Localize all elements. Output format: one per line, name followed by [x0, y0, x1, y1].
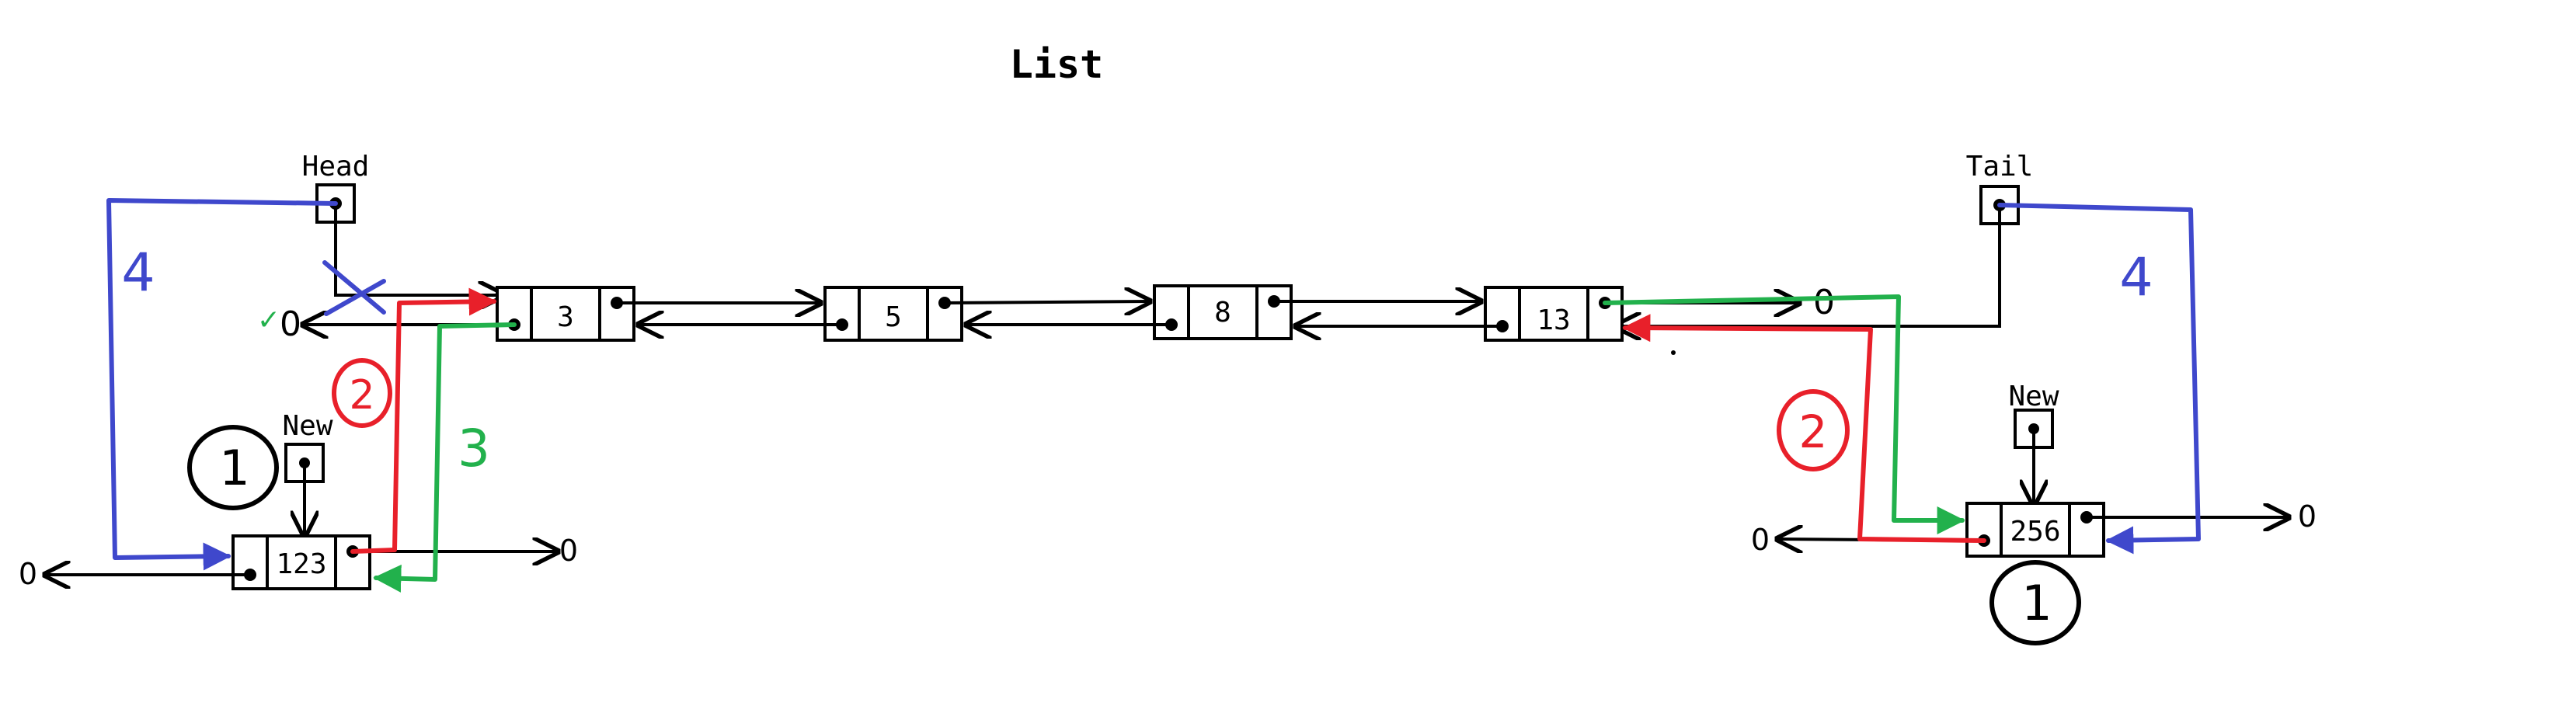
right-step-2-red: 2	[1622, 314, 1986, 543]
svg-text:4: 4	[121, 242, 155, 304]
node-3: 3	[496, 286, 635, 342]
node-123: 123 0 0	[19, 534, 578, 591]
check-mark: ✓	[257, 304, 280, 336]
left-step-2-red: 2	[332, 287, 497, 554]
null-n13-next: 0	[1813, 283, 1835, 322]
head-label: Head	[302, 151, 370, 183]
null-n123-next: 0	[559, 534, 578, 568]
right-new-label: New	[2008, 381, 2059, 412]
node-5-value: 5	[885, 301, 902, 333]
svg-text:2: 2	[349, 372, 374, 419]
node-13-value: 13	[1537, 304, 1570, 336]
node-8: 8	[1153, 284, 1293, 340]
null-n256-next: 0	[2298, 499, 2317, 534]
node-13: 13	[1484, 286, 1624, 342]
tail-link	[1616, 205, 2001, 326]
left-new-label: New	[282, 410, 332, 442]
left-step-3-green: 3	[373, 322, 517, 593]
diagram-title: List	[1010, 42, 1103, 87]
null-n123-prev: 0	[19, 557, 37, 591]
svg-text:1: 1	[2021, 575, 2052, 631]
node-8-value: 8	[1214, 297, 1231, 329]
node-256-value: 256	[2010, 516, 2060, 548]
svg-text:3: 3	[458, 419, 490, 478]
right-new-pointer: New	[2008, 381, 2059, 505]
green-13-next-to-new	[1603, 294, 1965, 534]
left-step-4-blue: 4	[106, 198, 338, 571]
left-new-pointer: New	[282, 410, 333, 536]
node-5-box	[823, 286, 963, 342]
tail-label: Tail	[1966, 151, 2034, 183]
right-step-1: 1	[1989, 560, 2081, 645]
head-pointer: Head	[302, 151, 503, 295]
node-13-box	[1484, 286, 1624, 342]
removed-link-cross	[322, 260, 386, 316]
node-256-box	[1965, 502, 2105, 558]
node-123-value: 123	[276, 548, 326, 580]
red-new-next-to-3	[350, 287, 497, 554]
null-head-prev: 0	[280, 304, 301, 344]
svg-text:1: 1	[219, 440, 249, 496]
left-step-1: 1	[187, 425, 279, 510]
node-3-box	[496, 286, 635, 342]
node-8-box	[1153, 284, 1293, 340]
right-step-4-blue: 4	[1997, 203, 2201, 555]
svg-text:4: 4	[2119, 247, 2153, 308]
right-green-link	[1603, 294, 1965, 534]
blue-tail-to-new	[1997, 203, 2201, 555]
node-256: 256 0 0	[1751, 499, 2317, 558]
red-new-prev-to-13	[1622, 314, 1986, 543]
blue-head-to-new	[106, 198, 338, 571]
node-123-box	[231, 534, 371, 590]
node-3-value: 3	[557, 301, 574, 333]
head-link	[334, 203, 503, 295]
svg-text:2: 2	[1799, 405, 1828, 458]
null-n256-prev: 0	[1751, 523, 1770, 557]
node-5: 5	[823, 286, 963, 342]
green-3-prev-to-new	[373, 322, 517, 593]
